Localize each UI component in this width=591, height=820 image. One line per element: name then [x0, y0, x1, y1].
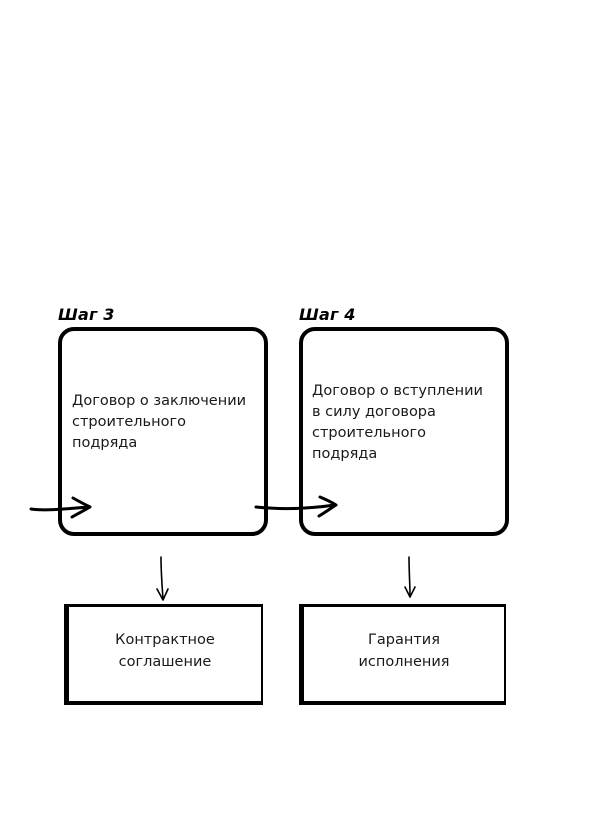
step-3-box: Договор о заключении строительного подря…	[58, 327, 268, 536]
step-4-text: Договор о вступлении в силу договора стр…	[312, 383, 483, 462]
step-3-text: Договор о заключении строительного подря…	[72, 393, 247, 451]
contract-agreement-box: Контрактное соглашение	[64, 604, 263, 705]
arrow-step-3-to-contract	[156, 556, 169, 601]
step-4-box: Договор о вступлении в силу договора стр…	[299, 327, 509, 536]
performance-guarantee-box: Гарантия исполнения	[299, 604, 506, 705]
performance-guarantee-text: Гарантия исполнения	[358, 632, 450, 670]
arrow-step-4-to-guarantee	[404, 556, 416, 598]
step-4-label: Шаг 4	[299, 305, 356, 324]
contract-agreement-text: Контрактное соглашение	[115, 632, 215, 670]
step-3-label: Шаг 3	[58, 305, 115, 324]
